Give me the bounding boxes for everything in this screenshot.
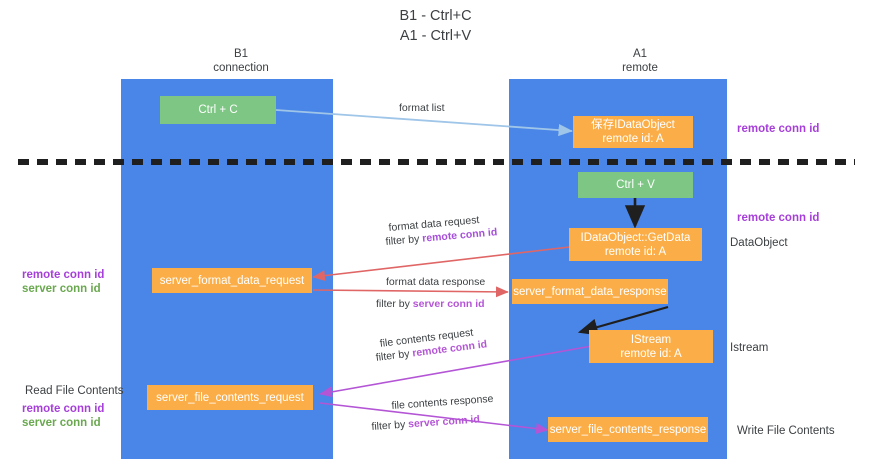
annotation-left-server-conn-id-mid: server conn id xyxy=(22,283,101,295)
label-file-contents-response-filter-key: server conn id xyxy=(407,413,481,431)
column-header-a1: A1 remote xyxy=(540,47,740,75)
box-save-idataobject-line2: remote id: A xyxy=(602,133,664,145)
box-save-idataobject-line1: 保存IDataObject xyxy=(591,119,675,131)
annotation-remote-conn-id-mid: remote conn id xyxy=(737,212,820,224)
box-getdata-line2: remote id: A xyxy=(604,245,667,258)
label-format-data-response-filter-key: server conn id xyxy=(412,298,485,310)
box-server-file-contents-response[interactable]: server_file_contents_response xyxy=(548,417,708,442)
annotation-left-server-conn-id-low: server conn id xyxy=(22,417,101,429)
annotation-istream: Istream xyxy=(730,342,769,354)
title-line-2: A1 - Ctrl+V xyxy=(399,28,472,44)
annotation-left-remote-conn-id-low: remote conn id xyxy=(22,403,105,415)
box-server-file-contents-request[interactable]: server_file_contents_request xyxy=(147,385,313,410)
title-line-1: B1 - Ctrl+C xyxy=(399,8,472,24)
column-header-a1-sub: remote xyxy=(622,62,658,74)
label-file-contents-request-filter-prefix: filter by xyxy=(375,347,414,364)
arrow-format-data-response xyxy=(312,286,509,298)
label-file-contents-response-filter: filter by server conn id xyxy=(371,412,480,434)
annotation-dataobject: DataObject xyxy=(730,237,788,249)
box-server-format-data-response[interactable]: server_format_data_response xyxy=(512,279,668,304)
box-server-format-data-request[interactable]: server_format_data_request xyxy=(152,268,312,293)
diagram-title: B1 - Ctrl+C A1 - Ctrl+V xyxy=(0,6,871,46)
box-save-idataobject[interactable]: 保存IDataObject remote id: A xyxy=(573,116,693,148)
label-file-contents-response: file contents response xyxy=(391,392,494,412)
label-format-data-request-filter-prefix: filter by xyxy=(385,232,423,248)
label-file-contents-response-filter-prefix: filter by xyxy=(371,418,409,433)
annotation-write-file-contents: Write File Contents xyxy=(737,425,835,437)
label-format-list: format list xyxy=(399,102,445,114)
column-header-b1-sub: connection xyxy=(213,62,269,74)
label-format-data-response-filter: filter by server conn id xyxy=(376,297,485,311)
box-getdata[interactable]: IDataObject::GetData remote id: A xyxy=(569,228,702,261)
box-ctrl-c[interactable]: Ctrl + C xyxy=(160,96,276,124)
annotation-read-file-contents: Read File Contents xyxy=(25,385,124,397)
column-header-a1-name: A1 xyxy=(632,48,648,60)
column-header-b1-name: B1 xyxy=(233,48,249,60)
box-istream[interactable]: IStream remote id: A xyxy=(589,330,713,363)
annotation-remote-conn-id-top: remote conn id xyxy=(737,123,820,135)
box-getdata-line1: IDataObject::GetData xyxy=(580,231,691,244)
annotation-left-remote-conn-id-mid: remote conn id xyxy=(22,269,105,281)
label-format-data-response-filter-prefix: filter by xyxy=(376,298,413,310)
box-istream-line1: IStream xyxy=(630,333,672,346)
box-istream-line2: remote id: A xyxy=(620,347,682,360)
column-header-b1: B1 connection xyxy=(151,47,331,75)
box-ctrl-v[interactable]: Ctrl + V xyxy=(578,172,693,198)
label-format-data-response: format data response xyxy=(386,276,486,288)
